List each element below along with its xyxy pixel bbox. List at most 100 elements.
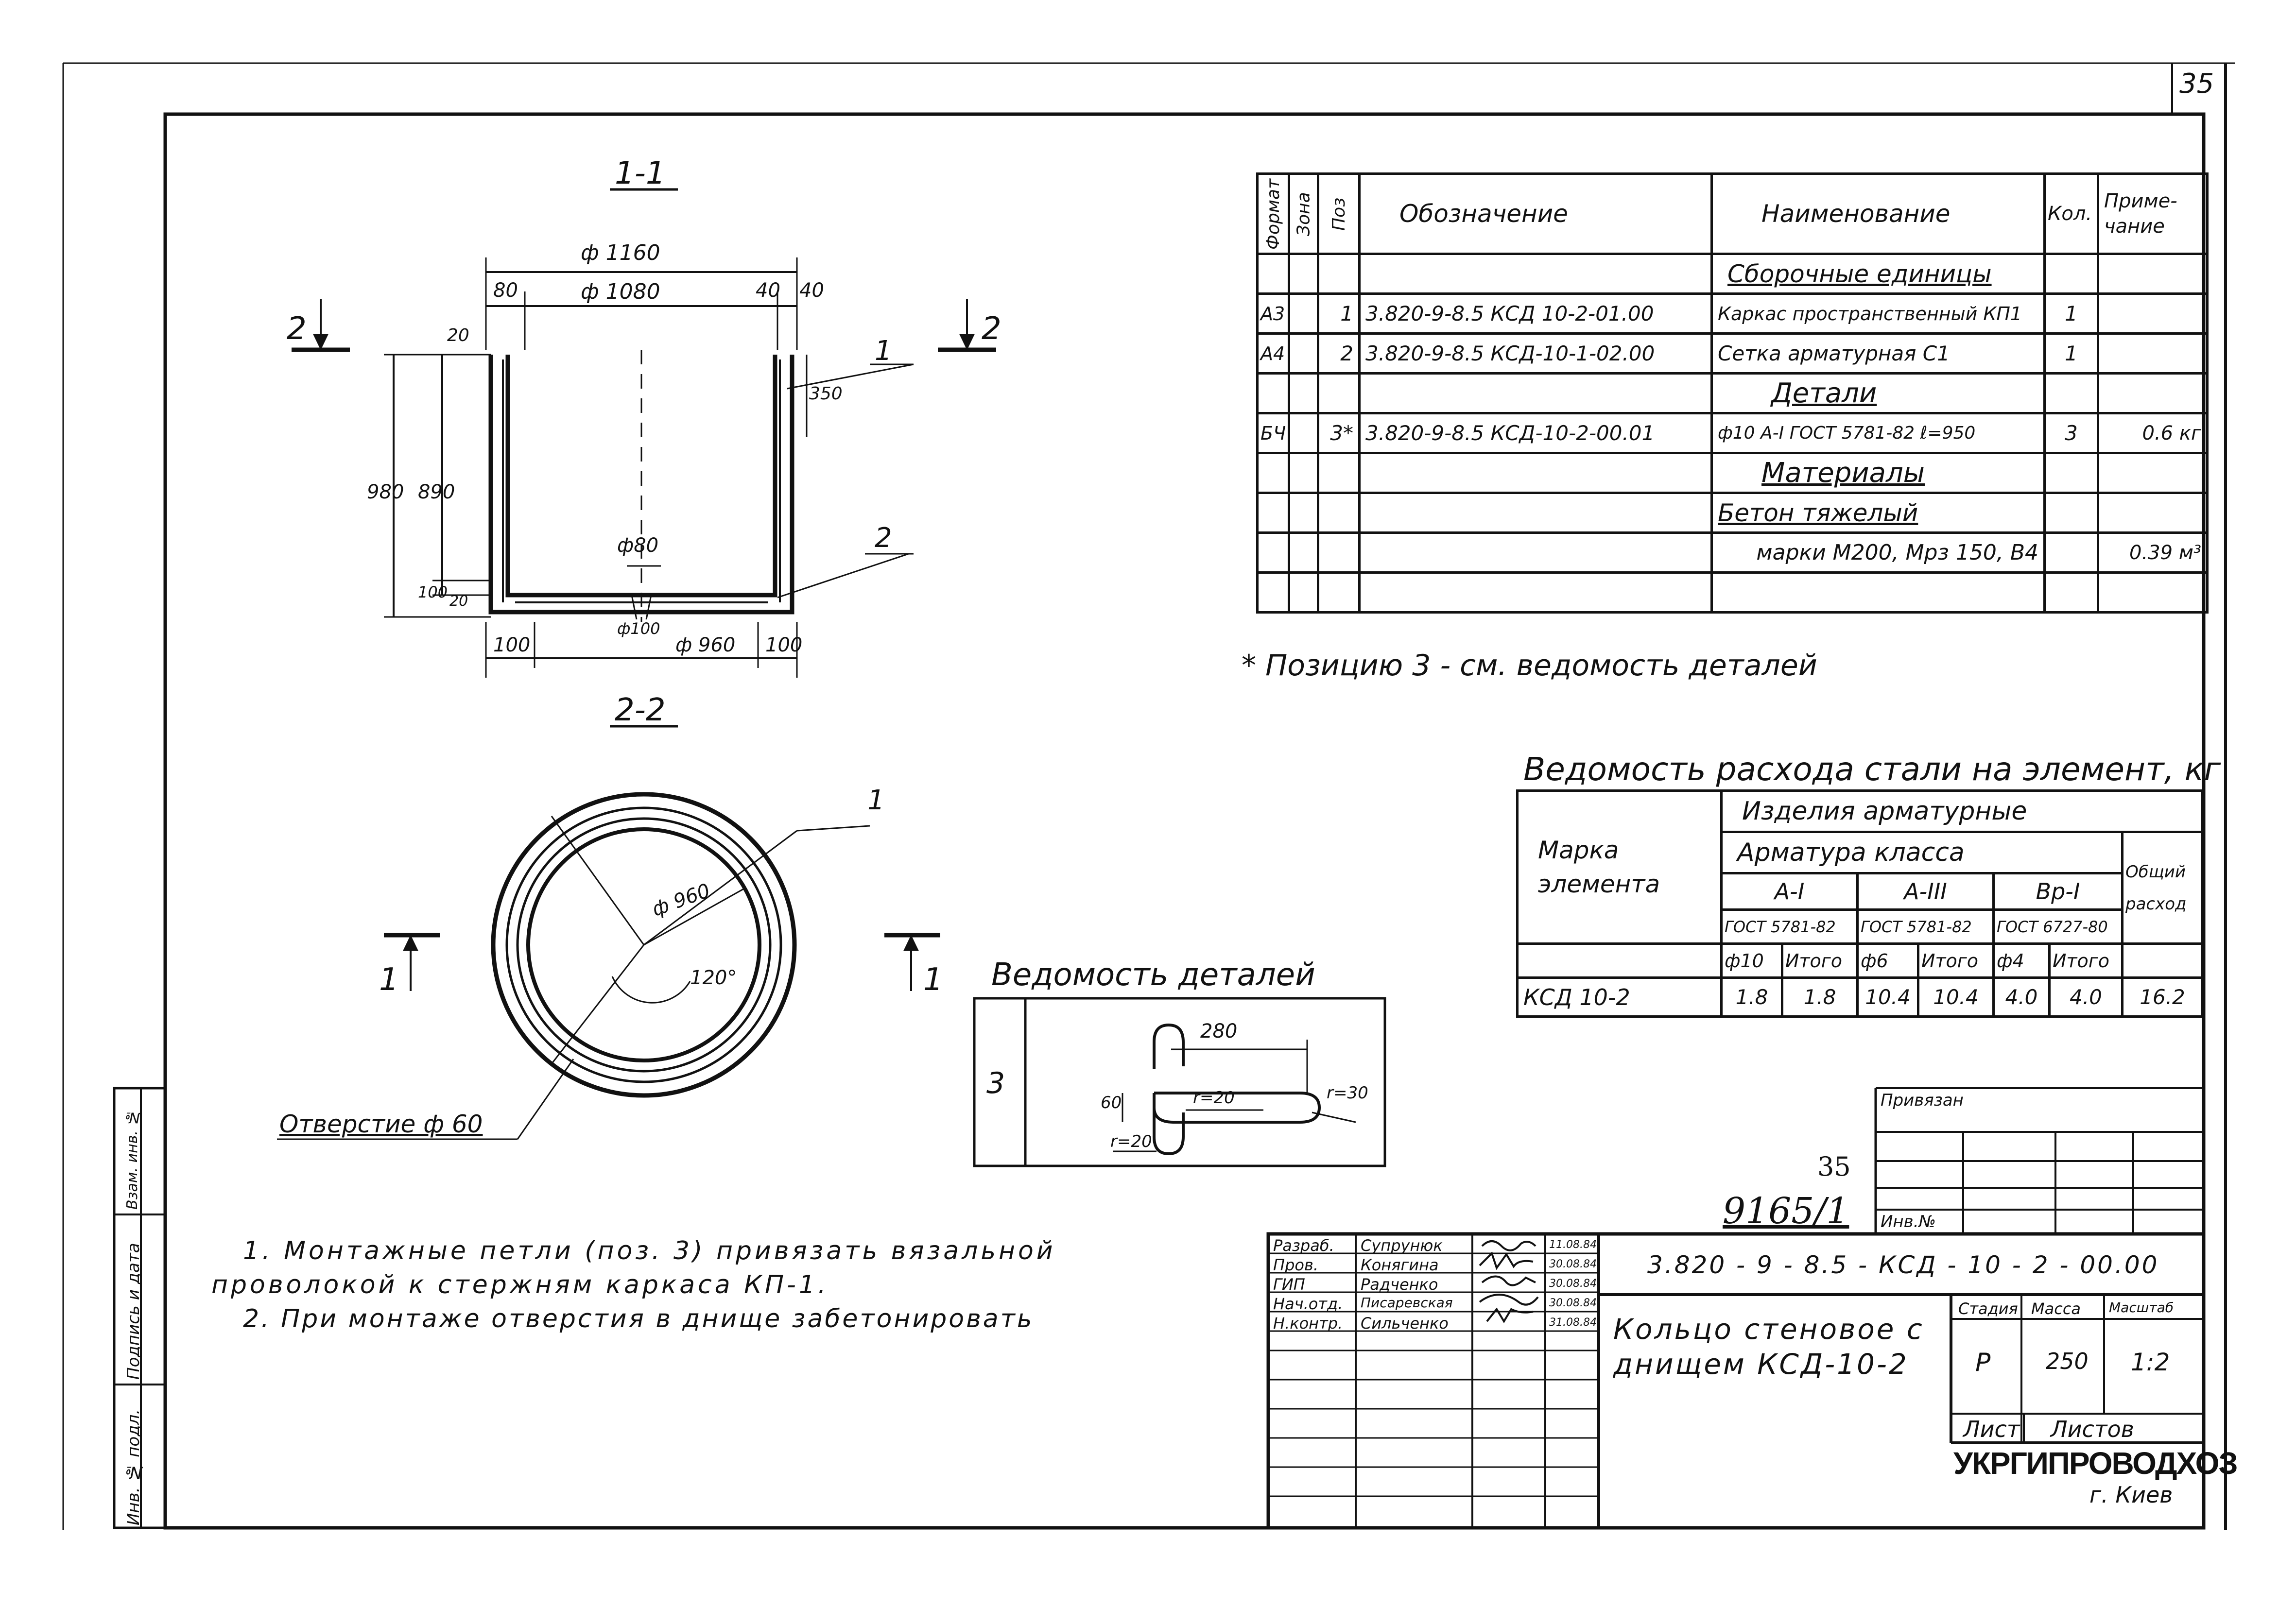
- details-pos: 3: [986, 1066, 1005, 1100]
- spec-cell: [1358, 531, 1713, 574]
- dim-20-bottom: 20: [449, 593, 468, 610]
- stamp-number-9165: 9165/1: [1723, 1190, 1849, 1232]
- cut1-right-label: 1: [923, 962, 943, 998]
- steel-consumption-table: Марка элемента Изделия арматурные Армату…: [1516, 789, 2204, 1018]
- spec-pos: 1: [1317, 292, 1361, 335]
- steel-row-value: 1.8: [1720, 976, 1783, 1018]
- spec-material-volume: 0.39 м³: [2097, 531, 2209, 574]
- hole-label: Отверстие ф 60: [279, 1110, 483, 1138]
- spec-header-qty: Кол.: [2043, 172, 2099, 255]
- spec-cell: [1256, 492, 1290, 534]
- spec-designation: 3.820-9-8.5 КСД-10-1-02.00: [1358, 332, 1713, 375]
- spec-name: Сетка арматурная С1: [1710, 332, 2046, 375]
- dim-1160: ф 1160: [581, 240, 660, 265]
- angle-120: 120°: [690, 967, 737, 989]
- stamp-number-35: 35: [1817, 1151, 1851, 1182]
- note-line-2: проволокой к стержням каркаса КП-1.: [211, 1270, 829, 1299]
- dim-40b: 40: [799, 279, 824, 302]
- dim-hole-100: ф100: [617, 619, 660, 638]
- spec-zone: [1288, 412, 1319, 454]
- note-line-3: 2. При монтаже отверстия в днище забетон…: [243, 1304, 1034, 1333]
- spec-cell: [2043, 452, 2099, 494]
- dim-350: 350: [809, 384, 843, 404]
- dim-890: 890: [418, 481, 455, 503]
- tb-date: 30.08.84: [1549, 1258, 1597, 1270]
- steel-sub: Итого: [1781, 942, 1859, 979]
- tb-stage-value: Р: [1975, 1348, 1991, 1377]
- tb-date: 31.08.84: [1549, 1316, 1597, 1329]
- dim-80: 80: [493, 279, 518, 302]
- spec-cell: [1288, 253, 1319, 295]
- spec-note: [2097, 332, 2209, 375]
- spec-note: 0.6 кг: [2097, 412, 2209, 454]
- leader-pos-1-plan: 1: [867, 785, 885, 816]
- spec-format: А3: [1256, 292, 1290, 335]
- spec-header-note: Приме-чание: [2097, 172, 2209, 255]
- tb-person: Радченко: [1361, 1275, 1438, 1294]
- section-2-2-geometry: [277, 725, 940, 1140]
- tb-role: Н.контр.: [1273, 1314, 1343, 1333]
- steel-blank: [2121, 942, 2204, 979]
- cut-mark-left-label: 2: [287, 311, 307, 347]
- steel-gost-2: ГОСТ 5781-82: [1856, 908, 1995, 945]
- tb-mass-header: Масса: [2031, 1299, 2081, 1318]
- steel-row-value: 10.4: [1917, 976, 1995, 1018]
- privyazan-label: Привязан: [1881, 1091, 1964, 1110]
- spec-section-materials: Материалы: [1710, 452, 2046, 494]
- steel-gost-1: ГОСТ 5781-82: [1720, 908, 1859, 945]
- spec-pos: 3*: [1317, 412, 1361, 454]
- spec-cell: [1256, 372, 1290, 414]
- spec-format: БЧ: [1256, 412, 1290, 454]
- spec-cell: [1256, 531, 1290, 574]
- leader-pos-2: 2: [875, 522, 892, 554]
- dim-100-right: 100: [765, 634, 803, 656]
- section-1-1-geometry: [292, 188, 996, 678]
- spec-footnote: * Позицию 3 - см. ведомость деталей: [1242, 649, 1817, 683]
- spec-cell: [2097, 253, 2209, 295]
- details-r20-a: r=20: [1193, 1088, 1235, 1108]
- spec-format: А4: [1256, 332, 1290, 375]
- steel-sub: Итого: [1917, 942, 1995, 979]
- section-2-2-title: 2-2: [615, 692, 666, 728]
- steel-total-header: Общий расход: [2121, 831, 2204, 945]
- spec-designation: 3.820-9-8.5 КСД 10-2-01.00: [1358, 292, 1713, 335]
- leader-pos-1: 1: [875, 335, 892, 367]
- spec-cell: [1317, 372, 1361, 414]
- tb-date: 30.08.84: [1549, 1297, 1597, 1309]
- dim-980: 980: [367, 481, 404, 503]
- steel-row-value: 10.4: [1856, 976, 1919, 1018]
- spec-cell: [2043, 372, 2099, 414]
- tb-scale-value: 1:2: [2131, 1348, 2170, 1376]
- spec-cell: [1317, 531, 1361, 574]
- steel-sub: ф6: [1856, 942, 1919, 979]
- spec-cell: [1256, 452, 1290, 494]
- spec-cell: [1256, 253, 1290, 295]
- spec-cell: [2043, 571, 2099, 614]
- steel-mark-header: Марка элемента: [1516, 789, 1723, 945]
- spec-cell: [1317, 571, 1361, 614]
- spec-cell: [1288, 492, 1319, 534]
- spec-cell: [2097, 492, 2209, 534]
- steel-class-vr1: Вр-I: [1992, 872, 2123, 911]
- details-title: Ведомость деталей: [991, 957, 1315, 993]
- spec-name: ф10 А-I ГОСТ 5781-82 ℓ=950: [1710, 412, 2046, 454]
- steel-products-header: Изделия арматурные: [1720, 789, 2204, 833]
- tb-name: Кольцо стеновое с днищем КСД-10-2: [1613, 1313, 1924, 1381]
- spec-section-details: Детали: [1710, 372, 2046, 414]
- spec-name: Каркас пространственный КП1: [1710, 292, 2046, 335]
- spec-cell: [1358, 452, 1713, 494]
- spec-cell: [1288, 571, 1319, 614]
- details-r20-b: r=20: [1110, 1132, 1152, 1151]
- tb-role: Нач.отд.: [1273, 1295, 1343, 1313]
- note-line-1: 1. Монтажные петли (поз. 3) привязать вя…: [243, 1236, 1056, 1265]
- spec-material-grade: марки М200, Мрз 150, В4: [1710, 531, 2046, 574]
- spec-cell: [2097, 452, 2209, 494]
- spec-cell: [1317, 452, 1361, 494]
- tb-organization: УКРГИПРОВОДХОЗ: [1953, 1446, 2238, 1481]
- spec-material-name: Бетон тяжелый: [1710, 492, 2046, 534]
- spec-cell: [1317, 253, 1361, 295]
- spec-zone: [1288, 332, 1319, 375]
